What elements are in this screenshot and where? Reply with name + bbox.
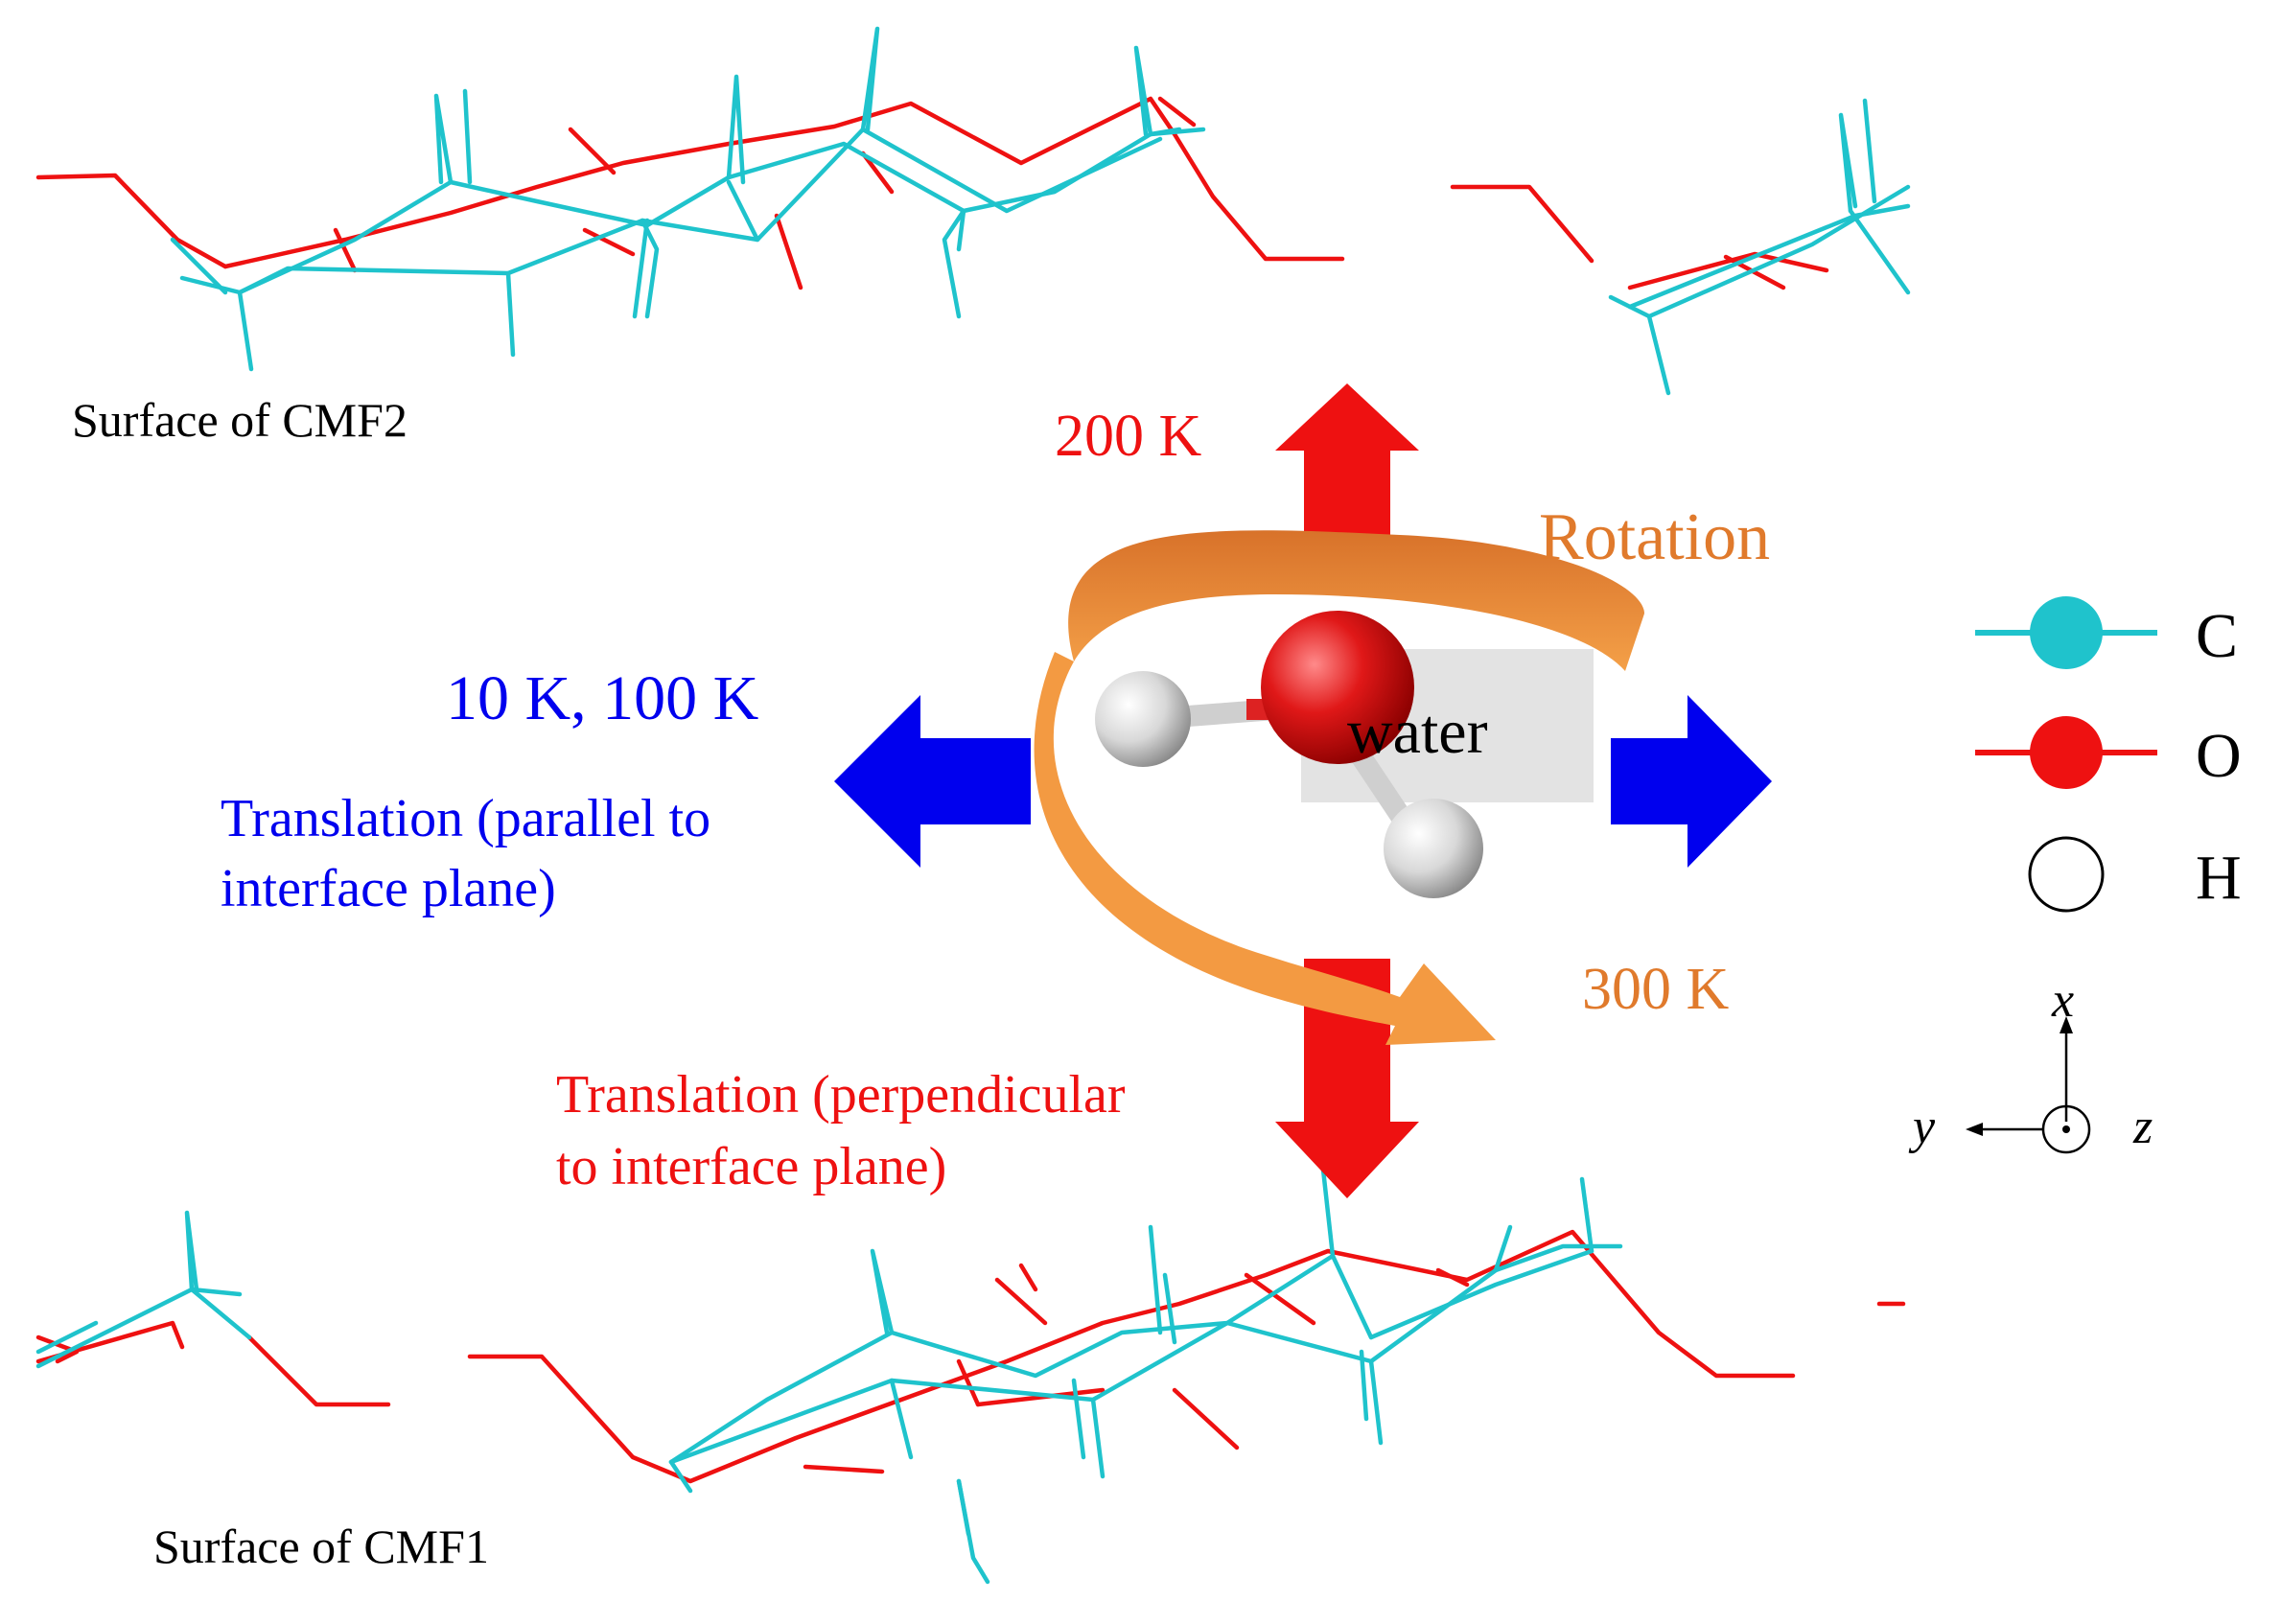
- hydrogen-atom-left: [1095, 671, 1191, 767]
- surface-cmf2-label: Surface of CMF2: [72, 393, 407, 447]
- legend-oxygen: O: [1975, 716, 2242, 791]
- z-axis-out-of-plane-icon: [2041, 1104, 2091, 1154]
- axis-z-label: z: [2132, 1100, 2153, 1154]
- rotation-arrow: [1068, 530, 1644, 671]
- axis-x-label: x: [2051, 973, 2074, 1028]
- hydrogen-atom-right: [1384, 799, 1483, 898]
- oxygen-atom: [1261, 611, 1414, 764]
- rotation-arrow-front: [1034, 652, 1496, 1045]
- translation-perpendicular-line1: Translation (perpendicular: [556, 1065, 1126, 1125]
- cmf2-surface-structure: [35, 26, 1911, 396]
- oxygen-legend-marker: [2030, 716, 2103, 789]
- parallel-translation-arrow: [834, 695, 1772, 868]
- legend-carbon: C: [1975, 596, 2238, 671]
- legend-oxygen-label: O: [2196, 721, 2242, 791]
- water-molecule: water: [1095, 611, 1594, 898]
- water-label: water: [1347, 697, 1488, 767]
- cmf1-surface-structure: [35, 1167, 1906, 1585]
- surface-cmf1-label: Surface of CMF1: [153, 1520, 489, 1573]
- rotation-label: Rotation: [1539, 500, 1770, 574]
- legend-carbon-label: C: [2196, 601, 2238, 671]
- temp-10k-100k-label: 10 K, 100 K: [446, 663, 758, 733]
- axis-y-label: y: [1908, 1100, 1936, 1154]
- temp-200k-label: 200 K: [1055, 404, 1202, 469]
- legend-hydrogen-label: H: [2196, 843, 2242, 913]
- carbon-legend-marker: [2030, 596, 2103, 669]
- hydrogen-legend-marker: [2028, 836, 2105, 913]
- translation-parallel-line1: Translation (parallel to: [221, 789, 710, 848]
- atom-legend: C O H: [1975, 596, 2242, 913]
- coordinate-axes: x y z: [1908, 973, 2153, 1154]
- translation-perpendicular-line2: to interface plane): [556, 1137, 946, 1196]
- translation-parallel-line2: interface plane): [221, 859, 556, 918]
- temp-300k-label: 300 K: [1582, 957, 1730, 1022]
- legend-hydrogen: H: [2028, 836, 2242, 913]
